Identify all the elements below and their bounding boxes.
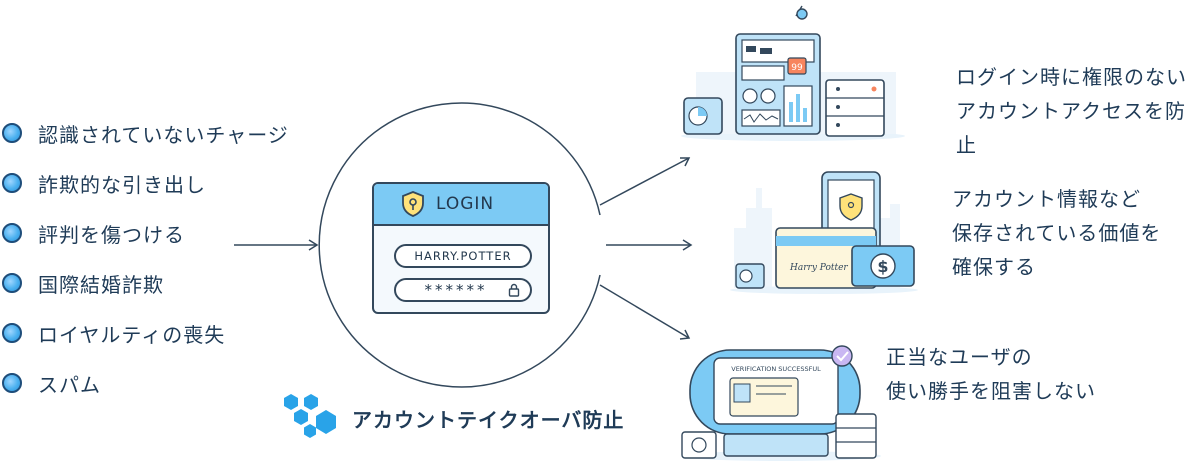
badge-count: 99 [791, 63, 803, 73]
password-field[interactable]: ****** [394, 278, 532, 302]
outcome-text: ログイン時に権限のない アカウントアクセスを防止 [956, 60, 1200, 162]
risk-label: 評判を傷つける [38, 222, 185, 247]
bullet-dot [2, 123, 22, 143]
outcome-line: 正当なユーザの [886, 345, 1033, 369]
risk-item: 評判を傷つける [0, 208, 289, 258]
risk-label: スパム [38, 372, 101, 397]
username-field[interactable]: HARRY.POTTER [394, 244, 532, 268]
currency-symbol: $ [877, 257, 888, 276]
output-arrow-top [599, 157, 691, 206]
shield-icon [402, 191, 424, 217]
outcome-line: ログイン時に権限のない [956, 65, 1187, 89]
hexagon-logo-icon [284, 394, 336, 438]
verification-banner: VERIFICATION SUCCESSFUL [731, 365, 821, 373]
risk-label: ロイヤルティの喪失 [38, 322, 226, 347]
bullet-dot [2, 323, 22, 343]
login-circle [318, 102, 601, 388]
brand-label: アカウントテイクオーバ防止 [352, 407, 625, 432]
output-arrow-bottom [599, 284, 691, 340]
bullet-dot [2, 273, 22, 293]
outcome-line: 保存されている価値を [952, 221, 1162, 245]
dashboard-illustration: 99 [681, 5, 905, 141]
outcome-text: アカウント情報など 保存されている価値を 確保する [952, 182, 1161, 284]
outcome-line: 確保する [952, 255, 1036, 279]
login-card: LOGIN HARRY.POTTER ****** [372, 182, 550, 314]
risk-label: 詐欺的な引き出し [38, 172, 206, 197]
bullet-dot [2, 173, 22, 193]
card-signature: Harry Potter [789, 263, 848, 273]
outcome-text: 正当なユーザの 使い勝手を阻害しない [886, 340, 1096, 408]
output-arrow-middle [606, 239, 693, 251]
outcome-line: アカウント情報など [952, 187, 1141, 211]
risk-list: 認識されていないチャージ 詐欺的な引き出し 評判を傷つける 国際結婚詐欺 ロイヤ… [0, 108, 289, 408]
risk-item: 国際結婚詐欺 [0, 258, 289, 308]
risk-label: 国際結婚詐欺 [38, 272, 164, 297]
risk-label: 認識されていないチャージ [38, 122, 289, 147]
risk-item: スパム [0, 358, 289, 408]
secure-value-illustration: Harry Potter $ [730, 171, 918, 294]
outcome-line: 使い勝手を阻害しない [886, 379, 1096, 403]
input-arrow [234, 239, 319, 251]
outcome-line: アカウントアクセスを防止 [956, 99, 1186, 157]
bullet-dot [2, 373, 22, 393]
bullet-dot [2, 223, 22, 243]
login-header: LOGIN [374, 184, 548, 226]
verification-illustration: VERIFICATION SUCCESSFUL [681, 345, 881, 461]
brand: アカウントテイクオーバ防止 [278, 392, 624, 444]
risk-item: ロイヤルティの喪失 [0, 308, 289, 358]
lock-icon [508, 283, 520, 297]
login-title: LOGIN [436, 194, 495, 214]
username-value: HARRY.POTTER [414, 249, 512, 263]
risk-item: 認識されていないチャージ [0, 108, 289, 158]
password-value: ****** [424, 281, 488, 299]
risk-item: 詐欺的な引き出し [0, 158, 289, 208]
